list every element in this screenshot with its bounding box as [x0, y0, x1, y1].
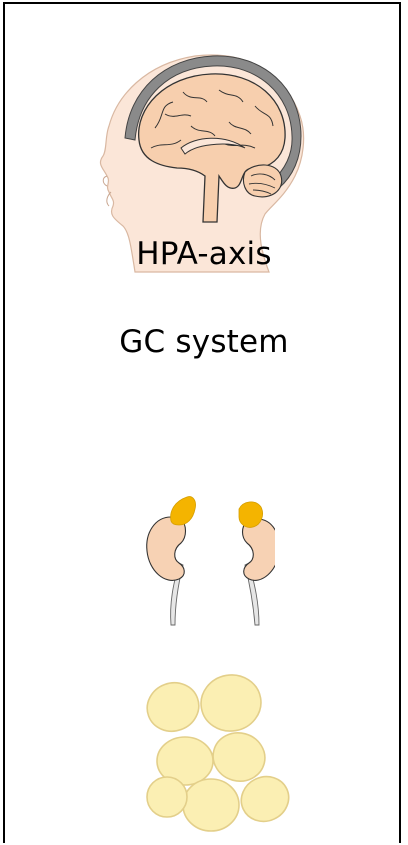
hpa-axis-label: HPA-axis: [5, 236, 403, 272]
right-adrenal-gland: [239, 502, 263, 527]
fat-cell: [147, 777, 187, 817]
diagram-panel: HPA-axis GC system: [3, 2, 401, 843]
cerebellum: [243, 165, 281, 197]
gc-system-label: GC system: [5, 324, 403, 360]
fat-cell: [183, 779, 239, 831]
left-kidney: [147, 517, 186, 580]
kidneys-with-adrenal-glands: [135, 489, 275, 629]
left-kidney-group: [147, 497, 196, 625]
fat-cell: [197, 670, 266, 736]
fat-cell: [145, 676, 206, 739]
right-kidney: [243, 519, 276, 580]
adipocytes-cluster: [145, 669, 295, 839]
right-kidney-group: [239, 502, 275, 625]
left-adrenal-gland: [171, 497, 196, 525]
